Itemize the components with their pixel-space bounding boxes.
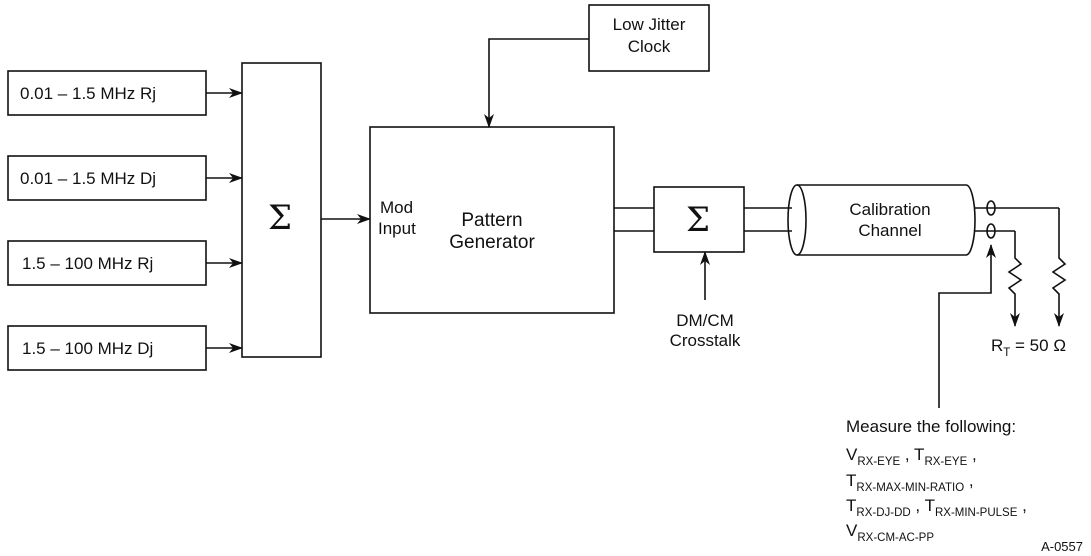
input-label-4: 1.5 – 100 MHz Dj	[22, 339, 154, 358]
measure-item-sub: RX-MAX-MIN-RATIO	[856, 482, 965, 494]
measure-heading: Measure the following:	[846, 417, 1017, 436]
crosstalk-label-line1: DM/CM	[676, 311, 734, 330]
resistor-1	[1007, 231, 1023, 306]
measure-item-sym: T	[914, 445, 925, 464]
measure-item-sym: T	[846, 496, 857, 515]
summer-1-box	[241, 62, 322, 358]
measure-line-4: VRX-CM-AC-PP	[846, 522, 934, 545]
channel-label-line2: Channel	[858, 221, 922, 240]
measure-pointer-arrow	[938, 244, 996, 408]
generator-label-line1: Pattern	[461, 210, 523, 231]
input-label-3: 1.5 – 100 MHz Rj	[22, 254, 154, 273]
mod-input-label-line1: Mod	[380, 198, 414, 217]
termination-sub: T	[1003, 347, 1011, 359]
probe-oval-top	[986, 200, 996, 216]
measure-item-sub: RX-DJ-DD	[856, 507, 911, 519]
measure-item-sym: V	[846, 445, 858, 464]
measure-item-sep: ,	[910, 496, 925, 515]
arrow-clock-to-generator	[484, 38, 589, 128]
clock-label-line1: Low Jitter	[612, 15, 686, 34]
channel-cylinder	[797, 184, 966, 256]
measure-item-sub: RX-EYE	[924, 456, 968, 468]
summer-1-symbol: Σ	[268, 198, 293, 238]
figure-id: A-0557	[1041, 539, 1083, 554]
channel-cylinder-back	[965, 184, 976, 256]
resistor-2	[1051, 208, 1067, 306]
measure-item-sym: T	[924, 496, 935, 515]
input-label-2: 0.01 – 1.5 MHz Dj	[20, 169, 157, 188]
generator-label-line2: Generator	[449, 232, 535, 253]
clock-label-line2: Clock	[627, 37, 671, 56]
measure-item-sep: ,	[900, 445, 915, 464]
measure-item-sym: T	[846, 471, 857, 490]
measure-line-1: VRX-EYE , TRX-EYE ,	[846, 446, 977, 469]
measure-item-sub: RX-MIN-PULSE	[934, 507, 1018, 519]
crosstalk-label-line2: Crosstalk	[669, 331, 741, 350]
mod-input-label-line2: Input	[378, 219, 416, 238]
measure-item-sym: V	[846, 521, 858, 540]
termination-label: RT = 50 Ω	[991, 337, 1066, 360]
termination-r: R	[991, 336, 1004, 355]
channel-cylinder-front	[787, 184, 807, 256]
measure-line-2: TRX-MAX-MIN-RATIO ,	[846, 472, 974, 495]
measure-item-sub: RX-CM-AC-PP	[857, 532, 935, 544]
channel-label-line1: Calibration	[849, 200, 931, 219]
summer-2-box	[653, 186, 745, 253]
measure-line-3: TRX-DJ-DD , TRX-MIN-PULSE ,	[846, 497, 1027, 520]
measure-item-sep: ,	[967, 445, 977, 464]
input-label-1: 0.01 – 1.5 MHz Rj	[20, 84, 157, 103]
probe-oval-bottom	[986, 223, 996, 239]
measure-item-sub: RX-EYE	[857, 456, 901, 468]
measure-item-sep: ,	[964, 471, 974, 490]
clock-box	[588, 4, 710, 72]
summer-2-symbol: Σ	[686, 200, 711, 240]
termination-value: = 50 Ω	[1010, 336, 1067, 355]
measure-item-sep: ,	[1017, 496, 1027, 515]
